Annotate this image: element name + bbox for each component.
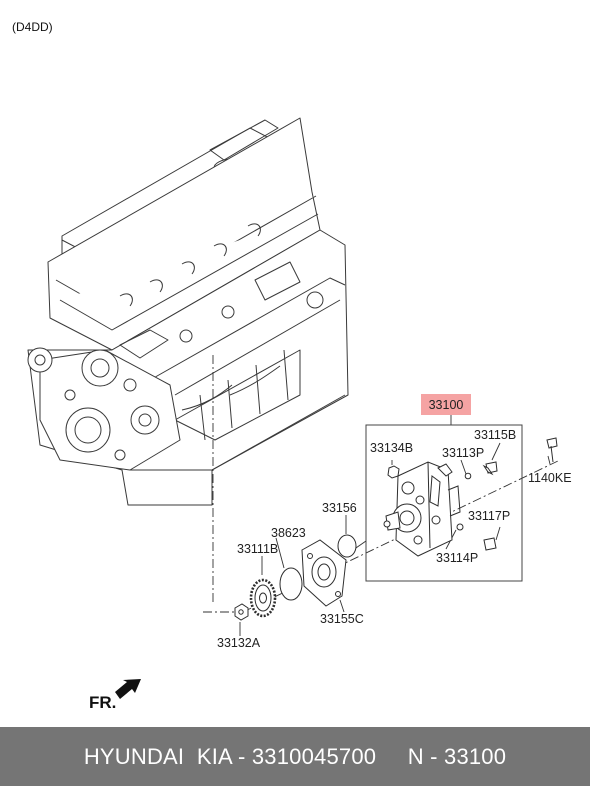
pump-assembly-frame bbox=[365, 424, 523, 582]
small-parts-illustration bbox=[234, 437, 558, 621]
callout-33100[interactable]: 33100 bbox=[429, 398, 464, 412]
engine-block-illustration bbox=[27, 117, 349, 506]
part-33114P-shape bbox=[456, 523, 464, 531]
front-direction-label: FR. bbox=[89, 693, 116, 712]
footer-reference-number: N - 33100 bbox=[407, 743, 507, 769]
part-33156-shape bbox=[337, 534, 357, 558]
assembly-callout-highlight bbox=[421, 394, 471, 415]
part-number-footer: HYUNDAI KIA - 3310045700 N - 33100 bbox=[0, 727, 590, 786]
callout-1140KE[interactable]: 1140KE bbox=[528, 471, 572, 485]
part-33134B-shape bbox=[387, 465, 400, 479]
high-pressure-fuel-pump-illustration bbox=[383, 461, 461, 557]
part-33113P-shape bbox=[464, 472, 472, 480]
callout-33134B[interactable]: 33134B bbox=[370, 441, 413, 455]
callout-33114P[interactable]: 33114P bbox=[436, 551, 478, 565]
model-code-label: (D4DD) bbox=[12, 20, 53, 34]
part-33117P-shape bbox=[483, 537, 497, 551]
callout-33115B[interactable]: 33115B bbox=[474, 428, 516, 442]
callout-33132A[interactable]: 33132A bbox=[217, 636, 261, 650]
callout-33111B[interactable]: 33111B bbox=[237, 542, 278, 556]
part-38623-shape bbox=[279, 567, 303, 601]
front-direction-arrow-icon bbox=[115, 679, 141, 699]
callout-33117P[interactable]: 33117P bbox=[468, 509, 510, 523]
callout-38623[interactable]: 38623 bbox=[271, 526, 306, 540]
callout-33113P[interactable]: 33113P bbox=[442, 446, 484, 460]
footer-brand-part-number: HYUNDAI KIA - 3310045700 bbox=[83, 743, 377, 769]
callout-33155C[interactable]: 33155C bbox=[320, 612, 364, 626]
part-1140KE-shape bbox=[546, 437, 558, 449]
exploded-parts-diagram: (D4DD) bbox=[12, 20, 572, 712]
callout-33156[interactable]: 33156 bbox=[322, 501, 357, 515]
